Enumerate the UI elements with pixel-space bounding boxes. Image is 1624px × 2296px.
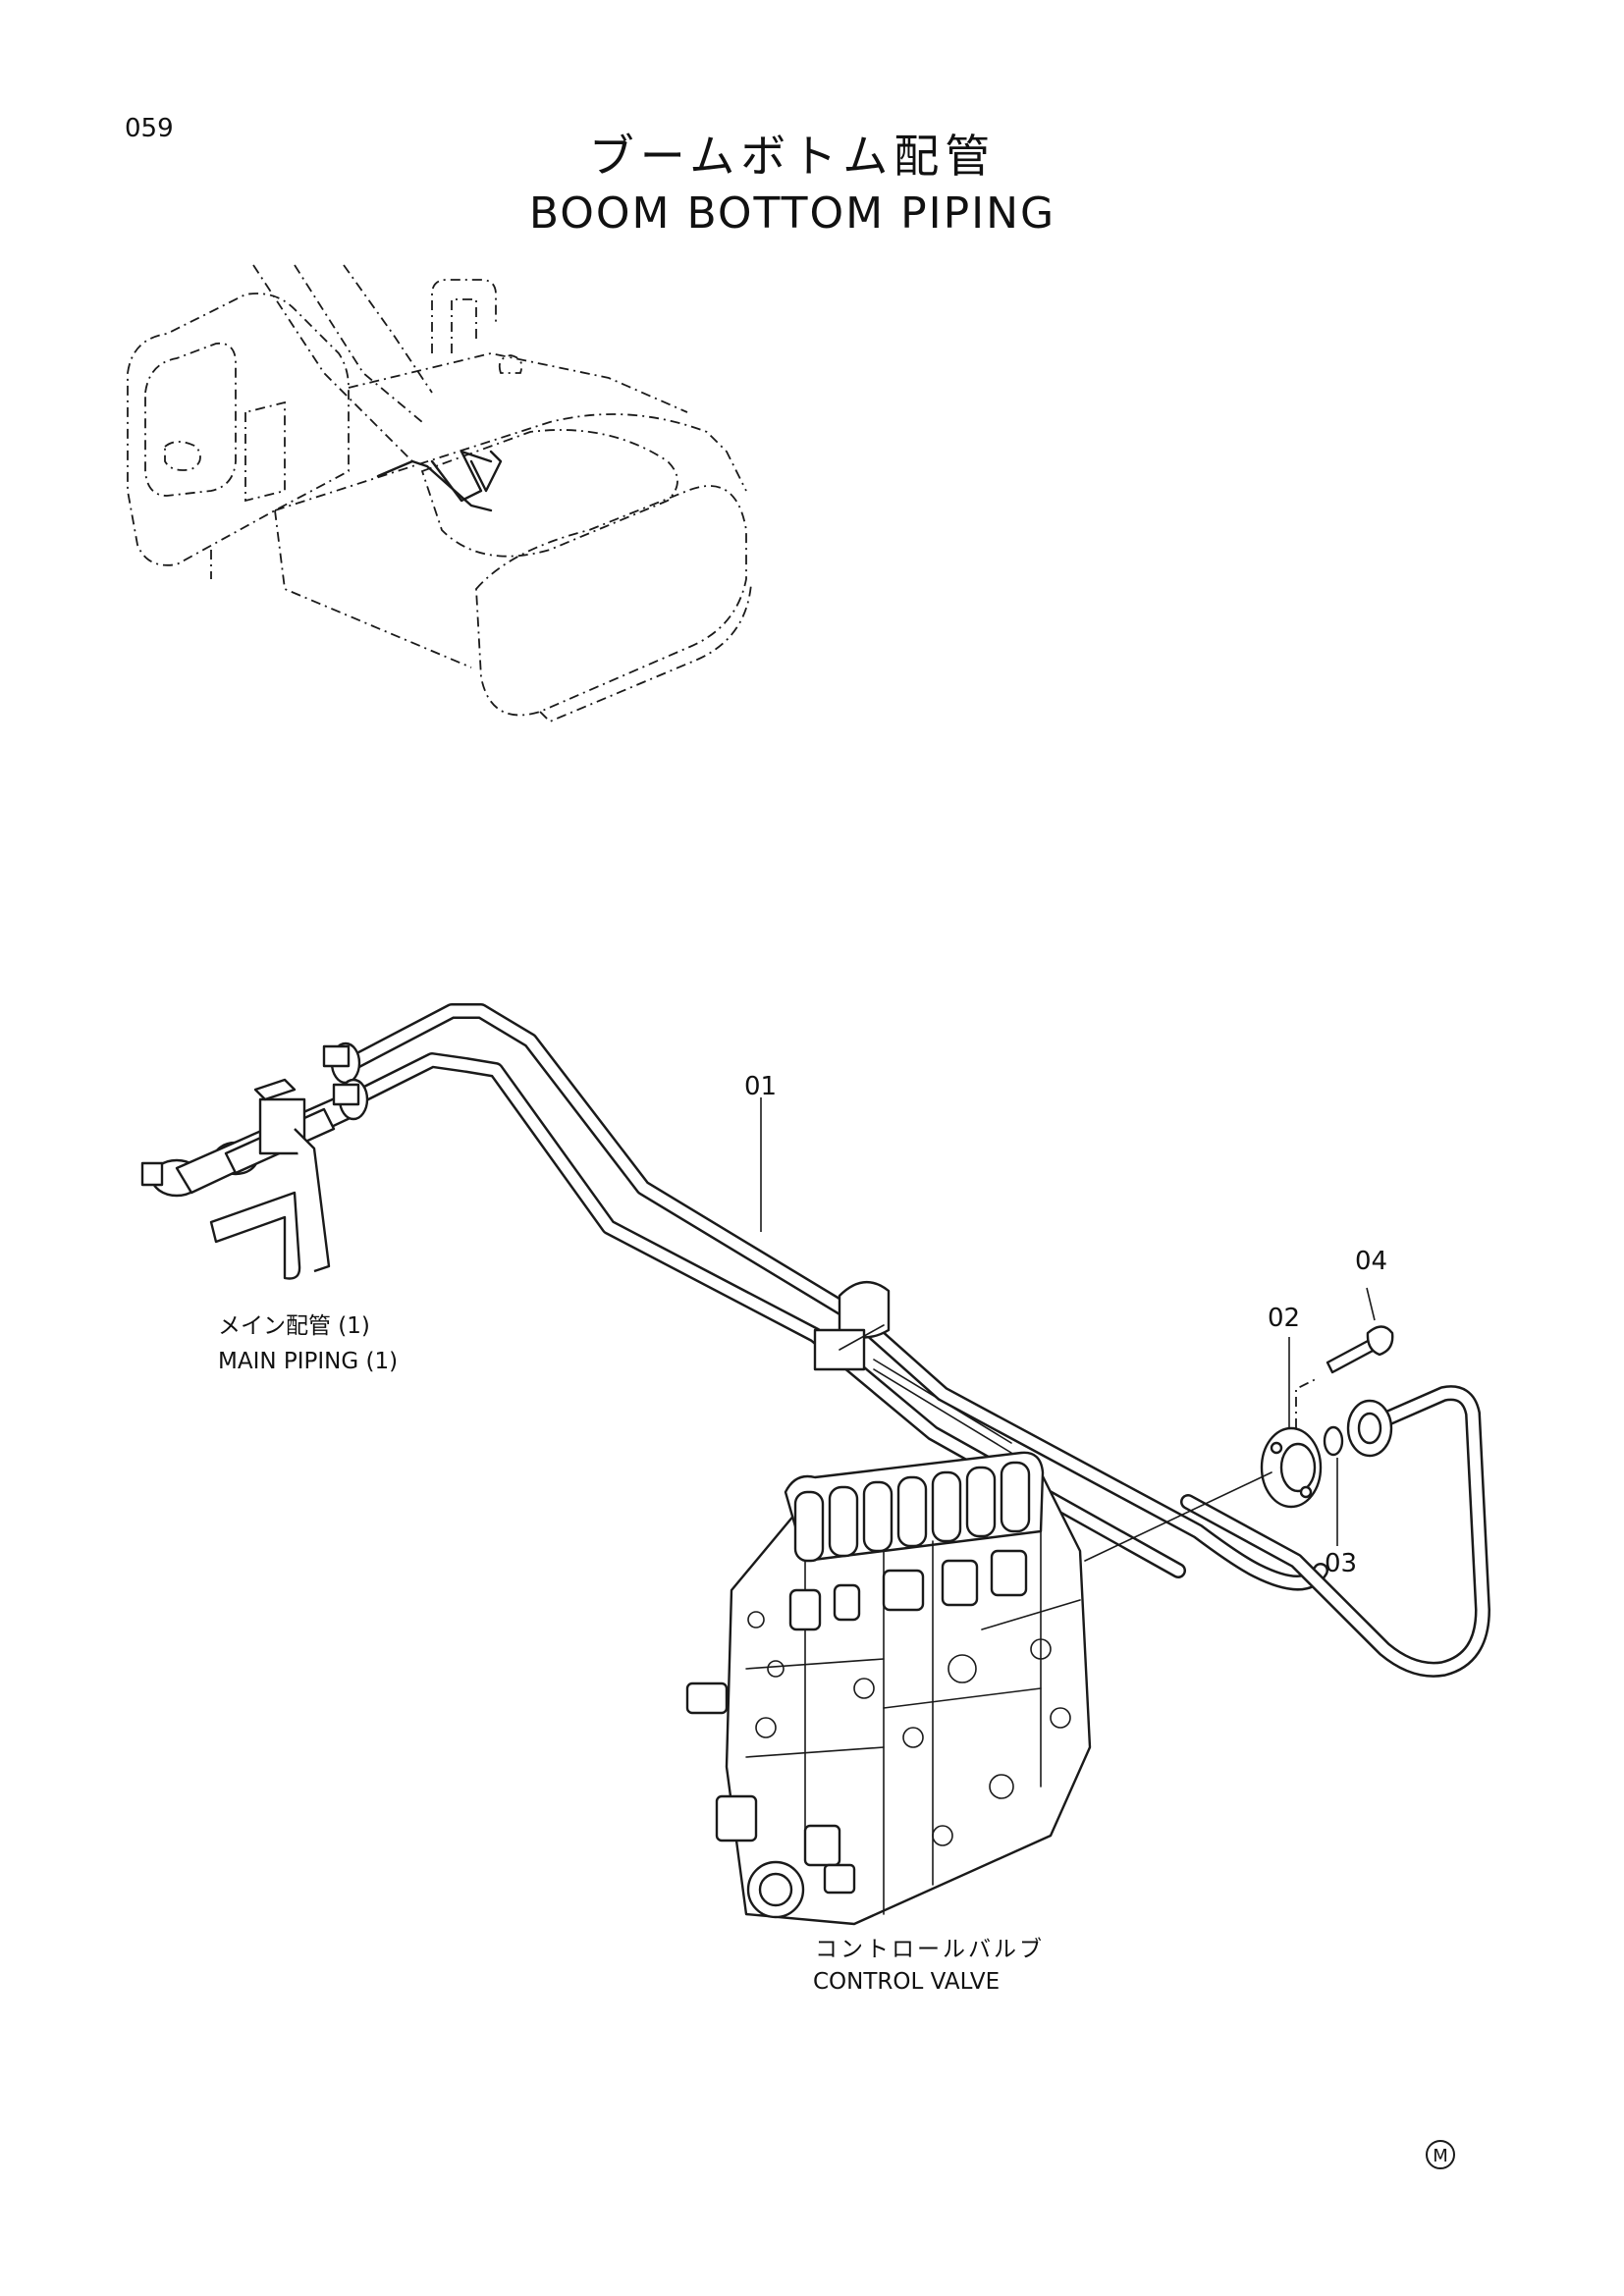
label-control-valve-en: CONTROL VALVE bbox=[813, 1969, 1001, 1995]
callout-04: 04 bbox=[1355, 1247, 1388, 1276]
page-title-japanese: ブームボトム配管 bbox=[588, 130, 997, 183]
label-control-valve-ja: コントロールバルブ bbox=[815, 1937, 1045, 1962]
page-title-english: BOOM BOTTOM PIPING bbox=[528, 188, 1056, 239]
label-main-piping-en: MAIN PIPING (1) bbox=[218, 1349, 399, 1374]
label-main-piping-ja: メイン配管 (1) bbox=[218, 1313, 370, 1339]
callout-02: 02 bbox=[1268, 1304, 1301, 1333]
page-number: 059 bbox=[125, 114, 174, 143]
control-valve bbox=[685, 1451, 1092, 1926]
flange-parts bbox=[1084, 1325, 1394, 1562]
leader-lines bbox=[760, 1097, 1376, 1546]
excavator-overview bbox=[127, 264, 752, 723]
main-piping-assembly bbox=[140, 1003, 1490, 1678]
m-marker: M bbox=[1426, 2140, 1455, 2169]
callout-03: 03 bbox=[1325, 1549, 1358, 1578]
callout-01: 01 bbox=[744, 1072, 778, 1101]
